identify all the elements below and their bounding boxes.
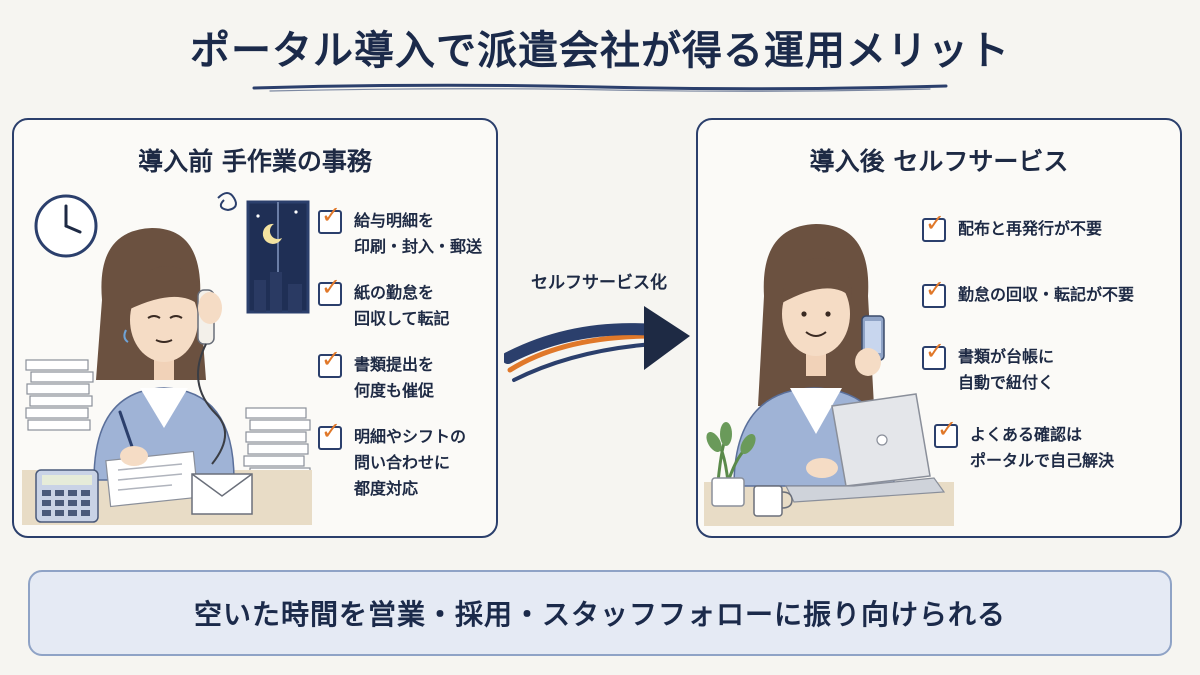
title-underline	[252, 83, 948, 92]
list-item: ✓ 紙の勤怠を 回収して転記	[318, 275, 482, 332]
before-illustration	[22, 192, 312, 525]
night-window-icon	[246, 200, 310, 314]
list-item: ✓ 明細やシフトの 問い合わせに 都度対応	[318, 419, 482, 502]
list-item: ✓ 書類が台帳に 自動で紐付く	[922, 339, 1134, 396]
summary-banner-text: 空いた時間を営業・採用・スタッフフォローに振り向けられる	[193, 598, 1006, 631]
coffee-mug-icon	[753, 485, 793, 517]
list-item: ✓ 配布と再発行が不要	[922, 211, 1134, 242]
arrow-label: セルフサービス化	[531, 273, 667, 293]
checkbox-icon: ✓	[318, 203, 342, 234]
arrow-right-icon	[504, 306, 690, 382]
after-checklist: ✓ 配布と再発行が不要 ✓ 勤怠の回収・転記が不要 ✓ 書類が台帳に 自動で紐付…	[922, 211, 1134, 494]
before-checklist: ✓ 給与明細を 印刷・封入・郵送 ✓ 紙の勤怠を 回収して転記 ✓ 書類提出を …	[318, 203, 482, 522]
calculator-icon	[35, 469, 99, 523]
checkbox-icon: ✓	[922, 277, 946, 308]
paper-stack-icon	[25, 359, 94, 431]
list-item: ✓ 書類提出を 何度も催促	[318, 347, 482, 404]
envelope-icon	[191, 473, 253, 515]
summary-banner: 空いた時間を営業・採用・スタッフフォローに振り向けられる	[28, 570, 1172, 656]
laptop-icon	[785, 393, 946, 503]
checkbox-icon: ✓	[318, 419, 342, 450]
before-panel: 導入前 手作業の事務	[12, 118, 498, 538]
after-panel: 導入後 セルフサービス	[696, 118, 1182, 538]
clock-icon	[34, 194, 98, 258]
checkbox-icon: ✓	[318, 347, 342, 378]
stressed-woman-illustration	[93, 228, 235, 481]
list-item: ✓ 給与明細を 印刷・封入・郵送	[318, 203, 482, 260]
document-icon	[105, 450, 199, 508]
plant-icon	[706, 422, 756, 507]
list-item: ✓ よくある確認は ポータルで自己解決	[934, 417, 1134, 474]
list-item: ✓ 勤怠の回収・転記が不要	[922, 277, 1134, 308]
page-title: ポータル導入で派遣会社が得る運用メリット	[190, 28, 1010, 74]
checkbox-icon: ✓	[922, 339, 946, 370]
after-panel-title: 導入後 セルフサービス	[809, 147, 1069, 176]
checkbox-icon: ✓	[922, 211, 946, 242]
before-panel-title: 導入前 手作業の事務	[138, 147, 372, 176]
after-illustration	[704, 224, 954, 526]
checkbox-icon: ✓	[934, 417, 958, 448]
checkbox-icon: ✓	[318, 275, 342, 306]
